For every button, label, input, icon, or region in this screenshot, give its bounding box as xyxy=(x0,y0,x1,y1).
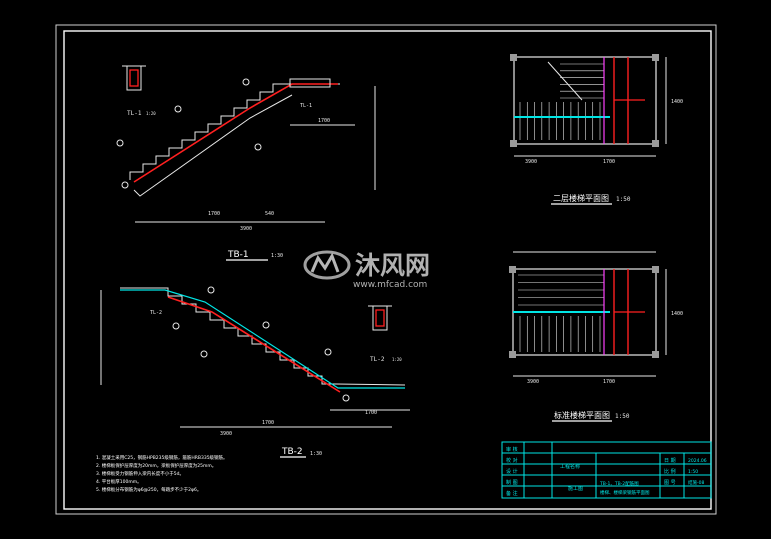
plan-upper-dim-b: 1700 xyxy=(603,159,615,165)
tb1-dim-a: 1700 xyxy=(208,211,220,217)
plan-lower-dim-a: 3900 xyxy=(527,379,539,385)
tb-label-number: 图 号 xyxy=(664,480,676,486)
tb1-rebar-callouts xyxy=(116,78,262,189)
plan-lower-title: 标准楼梯平面图 xyxy=(554,410,610,420)
tb1-scale: 1:30 xyxy=(271,253,283,259)
tb-value-number: 结施-08 xyxy=(688,479,704,486)
plan-upper-scale: 1:50 xyxy=(616,196,631,203)
tb2-rebar-callouts xyxy=(172,286,350,402)
plan-upper-title: 二层楼梯平面图 xyxy=(553,193,609,203)
tb-label-date: 日 期 xyxy=(664,458,676,464)
tb-label-remark: 备 注 xyxy=(506,490,518,497)
note-4: 4. 平台板厚100mm。 xyxy=(96,478,142,485)
plan-upper-treads xyxy=(519,63,604,140)
detail-tl1: TL-1 1:20 xyxy=(122,65,156,117)
title-block: 审 核 校 对 设 计 制 图 备 注 工程名称 施工图 TB-1、TB-2配筋… xyxy=(501,441,712,499)
plan-lower-dim-c: 1400 xyxy=(671,311,683,317)
tb1-platform-beam xyxy=(289,78,331,88)
tb-label-design: 设 计 xyxy=(506,468,518,475)
tl1-label: TL-1 xyxy=(127,110,142,117)
tb1-tl-label: TL-1 xyxy=(300,103,312,109)
plan-lower-scale: 1:50 xyxy=(615,413,630,420)
plan-lower-treads xyxy=(518,274,604,352)
tb2-dim-b: 3900 xyxy=(220,431,232,437)
section-tb2: 1700 3900 1700 TL-2 TB-2 1:30 xyxy=(100,286,410,458)
tb-stage-label: 施工图 xyxy=(568,485,583,492)
plan-lower: 3900 1700 1400 标准楼梯平面图 1:50 xyxy=(509,251,683,422)
inner-border xyxy=(63,30,712,510)
tb2-stair-profile xyxy=(120,287,406,386)
tb-label-check: 校 对 xyxy=(506,457,518,464)
tb-project-label: 工程名称 xyxy=(560,463,580,470)
watermark-url: www.mfcad.com xyxy=(353,280,427,290)
tb1-dim-c: 1700 xyxy=(318,118,330,124)
tl1-scale: 1:20 xyxy=(146,111,156,116)
general-notes: 1. 混凝土采用C25，钢筋HPB235级钢筋，箍筋HRB335级钢筋。 2. … xyxy=(96,454,228,493)
tb2-dim-a: 1700 xyxy=(262,420,274,426)
outer-border xyxy=(55,24,717,515)
tb-drawing-name-1: TB-1、TB-2配筋图 xyxy=(599,480,639,487)
tb1-dim-b: 540 xyxy=(265,211,274,217)
plan-upper-dim-c: 1400 xyxy=(671,99,683,105)
section-tb1: 1700 540 1700 3900 TL-1 TB-1 1:30 xyxy=(116,78,376,261)
note-1: 1. 混凝土采用C25，钢筋HPB235级钢筋，箍筋HRB335级钢筋。 xyxy=(96,454,228,461)
watermark-brand: 沐风网 xyxy=(355,251,430,280)
mfcad-logo-icon xyxy=(303,250,351,280)
tb2-tl-label: TL-2 xyxy=(150,310,162,316)
tl2-scale: 1:20 xyxy=(392,357,402,362)
tb-value-date: 2024.06 xyxy=(688,458,707,464)
tb1-main-rebar xyxy=(133,83,338,183)
tb-value-scale: 1:50 xyxy=(688,469,698,475)
note-5: 5. 楼梯板分布钢筋为φ6@250，每踏步不少于2φ6。 xyxy=(96,486,201,493)
plan-upper-dim-a: 3900 xyxy=(525,159,537,165)
note-2: 2. 楼梯板保护层厚度为20mm，梁板保护层厚度为25mm。 xyxy=(96,462,216,469)
tb2-main-rebar xyxy=(167,296,341,393)
tb1-dim-d: 3900 xyxy=(240,226,252,232)
tb2-title: TB-2 xyxy=(281,447,303,457)
tb2-dim-c: 1700 xyxy=(365,410,377,416)
tb1-stair-profile xyxy=(129,83,340,180)
tb-label-draw: 制 图 xyxy=(506,479,518,486)
tb-label-review: 审 核 xyxy=(506,446,518,453)
plan-lower-dim-b: 1700 xyxy=(603,379,615,385)
tb-label-scale: 比 例 xyxy=(664,468,676,475)
tb2-landing-outline xyxy=(120,289,405,389)
note-3: 3. 楼梯板受力钢筋伸入梁内长度不小于5d。 xyxy=(96,470,184,477)
detail-tl2: TL-2 1:20 xyxy=(368,305,402,363)
tb1-title: TB-1 xyxy=(227,250,249,260)
tb1-slab-bottom xyxy=(133,94,293,197)
tb-drawing-name-2: 楼梯、楼梯梁钢筋平面图 xyxy=(600,489,650,496)
plan-upper: 3900 1700 1400 二层楼梯平面图 1:50 xyxy=(510,54,683,205)
tl2-label: TL-2 xyxy=(370,356,385,363)
watermark: 沐风网 www.mfcad.com xyxy=(303,250,430,290)
tb2-scale: 1:30 xyxy=(310,451,322,457)
